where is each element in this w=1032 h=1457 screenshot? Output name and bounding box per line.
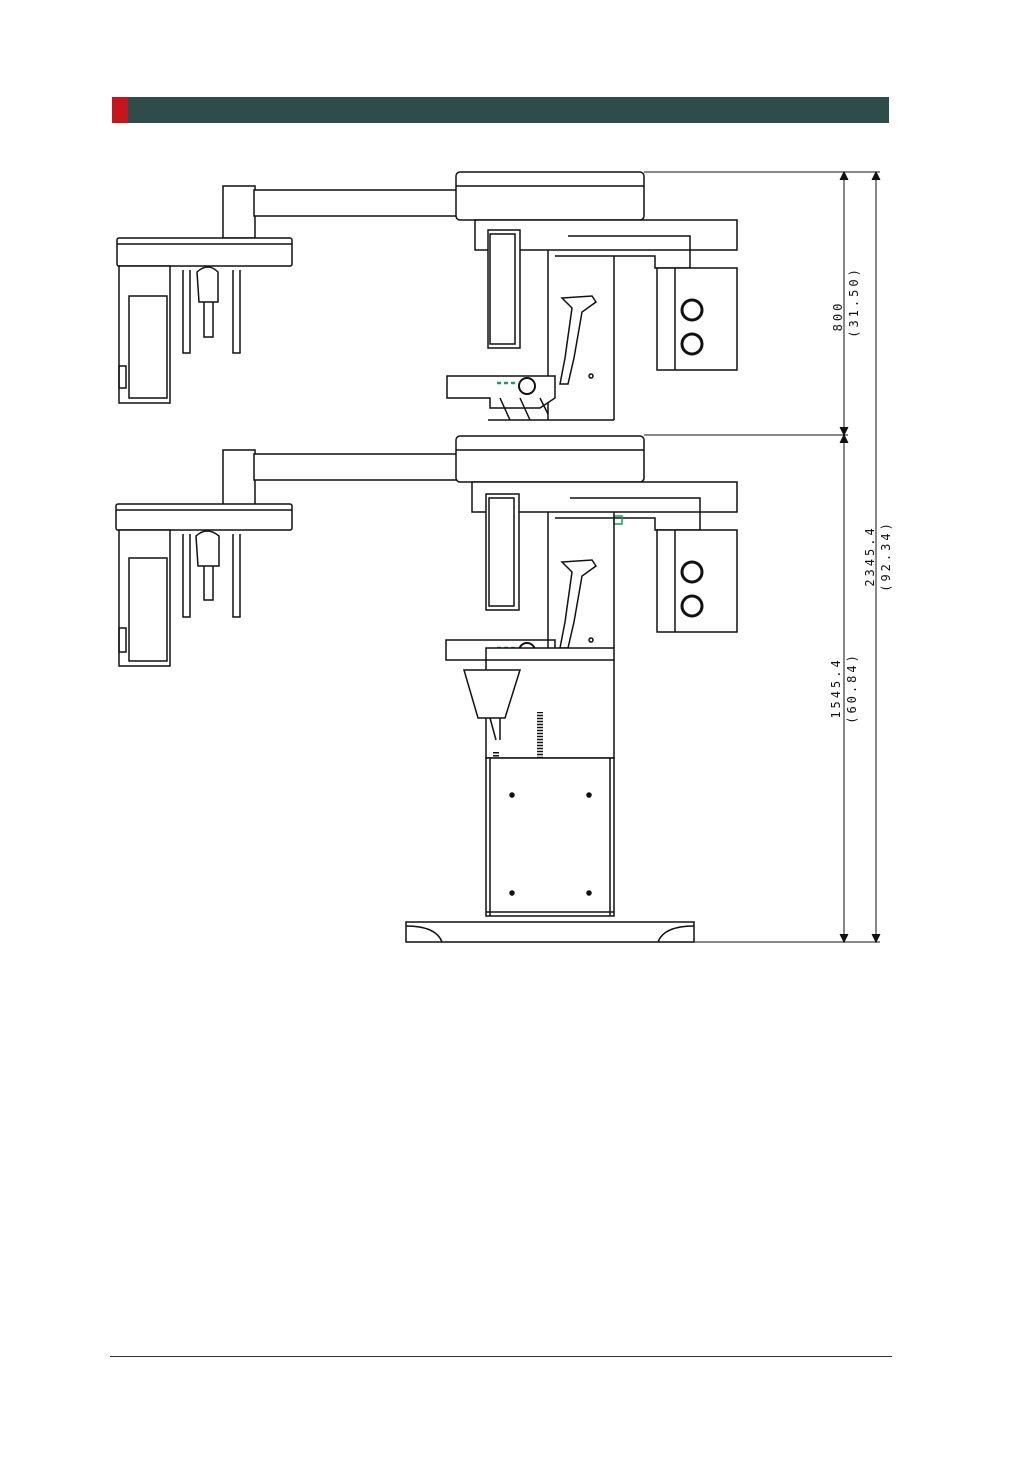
dim-lower-inch: (60.84) bbox=[845, 652, 859, 724]
lower-position-view bbox=[116, 436, 737, 942]
footer-rule bbox=[110, 1356, 892, 1357]
upper-position-view bbox=[117, 172, 737, 420]
dim-total-inch: (92.34) bbox=[879, 520, 893, 592]
dim-upper-mm: 800 bbox=[831, 301, 845, 332]
dim-total-mm: 2345.4 bbox=[863, 525, 877, 586]
dim-upper-inch: (31.50) bbox=[847, 266, 861, 338]
dim-lower-mm: 1545.4 bbox=[829, 657, 843, 718]
